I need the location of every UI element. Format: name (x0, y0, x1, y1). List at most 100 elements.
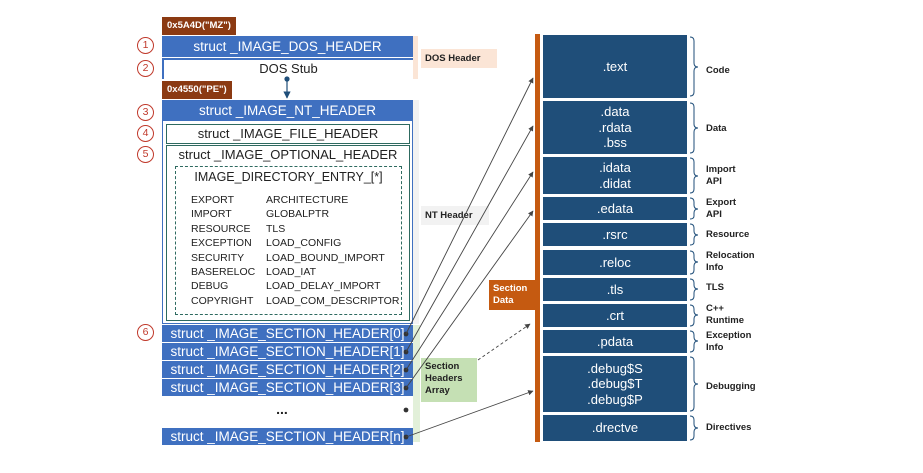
directory-entry-right-1: GLOBALPTR (266, 208, 330, 221)
brace-crt (689, 304, 699, 327)
section-edata: .edata (543, 197, 687, 220)
label-tls: TLS (706, 282, 724, 293)
marker-2: 2 (137, 60, 154, 77)
section-name-2-1: .didat (599, 175, 631, 191)
dos-header-bar: struct _IMAGE_DOS_HEADER (162, 36, 413, 57)
section-name-4-0: .rsrc (602, 226, 628, 242)
section-drectve: .drectve (543, 415, 687, 441)
directory-entry-left-4: SECURITY (191, 251, 245, 264)
label-code: Code (706, 65, 730, 76)
marker-4: 4 (137, 125, 154, 142)
brace-import (689, 157, 699, 194)
section-debug: .debug$S.debug$T.debug$P (543, 356, 687, 412)
dos-stub-frame: DOS Stub (162, 58, 413, 79)
label-relocation-info: Relocation Info (706, 250, 755, 273)
section-idata: .idata.didat (543, 157, 687, 194)
directory-entry-left-5: BASERELOC (191, 266, 256, 279)
section-name-7-0: .crt (605, 307, 625, 323)
section-name-1-0: .data (600, 104, 630, 120)
label-import-api: Import API (706, 164, 736, 187)
optional-header-label: struct _IMAGE_OPTIONAL_HEADER (178, 147, 398, 162)
label-resource: Resource (706, 229, 750, 240)
directory-entry-left-6: DEBUG (191, 280, 229, 293)
brace-tls (689, 278, 699, 301)
section-data-callout: Section Data (489, 280, 535, 310)
section-divider (535, 34, 540, 442)
marker-6: 6 (137, 324, 154, 341)
dos-header-span (413, 36, 418, 79)
brace-export (689, 197, 699, 220)
section-idata-names: .idata.didat (599, 160, 631, 191)
dos-stub-box: DOS Stub (164, 60, 413, 79)
directory-entry-right-4: LOAD_BOUND_IMPORT (266, 251, 385, 264)
section-data-names: .data.rdata.bss (598, 104, 631, 151)
section-header-0: struct _IMAGE_SECTION_HEADER[0] (162, 325, 413, 342)
mz-signature-tag: 0x5A4D("MZ") (162, 17, 236, 35)
label-export-api: Export API (706, 197, 737, 220)
pe-signature-tag: 0x4550("PE") (162, 81, 232, 99)
directory-entry-right-5: LOAD_IAT (266, 266, 316, 279)
directory-entry-left-0: EXPORT (191, 194, 234, 206)
directory-entry-left-7: COPYRIGHT (191, 294, 254, 307)
data-directory-title: IMAGE_DIRECTORY_ENTRY_[*] (194, 170, 383, 184)
section-name-10-0: .drectve (591, 420, 639, 436)
section-edata-names: .edata (597, 201, 633, 217)
section-crt: .crt (543, 304, 687, 327)
directory-entry-right-0: ARCHITECTURE (266, 194, 349, 206)
brace-rsrc (689, 223, 699, 246)
label-data: Data (706, 123, 727, 134)
section-reloc-names: .reloc (599, 255, 631, 271)
section-reloc: .reloc (543, 250, 687, 275)
section-header-3: struct _IMAGE_SECTION_HEADER[3] (162, 379, 413, 396)
section-name-9-2: .debug$P (587, 391, 643, 407)
section-crt-names: .crt (606, 308, 624, 324)
section-headers-array-callout: Section Headers Array (421, 358, 477, 402)
section-debug-names: .debug$S.debug$T.debug$P (587, 361, 643, 408)
nt-header-bar: struct _IMAGE_NT_HEADER (162, 100, 413, 121)
file-header-box: struct _IMAGE_FILE_HEADER (166, 124, 410, 144)
section-name-2-0: .idata (599, 160, 631, 175)
data-directory-box (175, 166, 402, 315)
section-name-1-1: .rdata (598, 119, 632, 135)
marker-1: 1 (137, 37, 154, 54)
directory-entry-right-2: TLS (266, 222, 286, 235)
section-name-8-0: .pdata (596, 333, 634, 349)
section-name-9-1: .debug$T (587, 376, 643, 392)
section-tls-names: .tls (607, 282, 624, 298)
section-pointer-2 (403, 171, 534, 373)
section-data: .data.rdata.bss (543, 101, 687, 154)
directory-entry-right-7: LOAD_COM_DESCRIPTOR (266, 294, 400, 307)
section-array-span (413, 325, 420, 442)
brace-reloc (689, 250, 699, 275)
section-header-ellipsis: ... (276, 401, 288, 417)
label-debugging: Debugging (706, 381, 756, 392)
directory-entry-right-6: LOAD_DELAY_IMPORT (266, 280, 381, 293)
marker-3: 3 (137, 104, 154, 121)
nt-header-callout: NT Header (421, 206, 489, 225)
section-name-9-0: .debug$S (587, 360, 643, 376)
nt-header-body (162, 121, 413, 324)
stub-to-nt-arrow (283, 76, 291, 99)
brace-drectve (689, 415, 699, 441)
section-pdata: .pdata (543, 330, 687, 353)
brace-debug (689, 356, 699, 412)
section-pdata-names: .pdata (597, 334, 633, 350)
section-rsrc: .rsrc (543, 223, 687, 246)
label-exception-info: Exception Info (706, 330, 752, 353)
directory-entry-left-2: RESOURCE (191, 222, 251, 235)
directory-entry-left-1: IMPORT (191, 208, 232, 221)
label-directives: Directives (706, 422, 752, 433)
section-text-names: .text (603, 59, 628, 75)
brace-data (689, 102, 699, 154)
brace-pdata (689, 330, 699, 353)
section-name-3-0: .edata (596, 200, 634, 216)
section-text: .text (543, 35, 687, 98)
marker-5: 5 (137, 146, 154, 163)
label-cpp-runtime: C++ Runtime (706, 303, 744, 326)
section-name-0-0: .text (602, 58, 628, 74)
brace-brackets (689, 36, 699, 441)
section-drectve-names: .drectve (592, 420, 638, 436)
directory-entry-right-3: LOAD_CONFIG (266, 237, 342, 250)
